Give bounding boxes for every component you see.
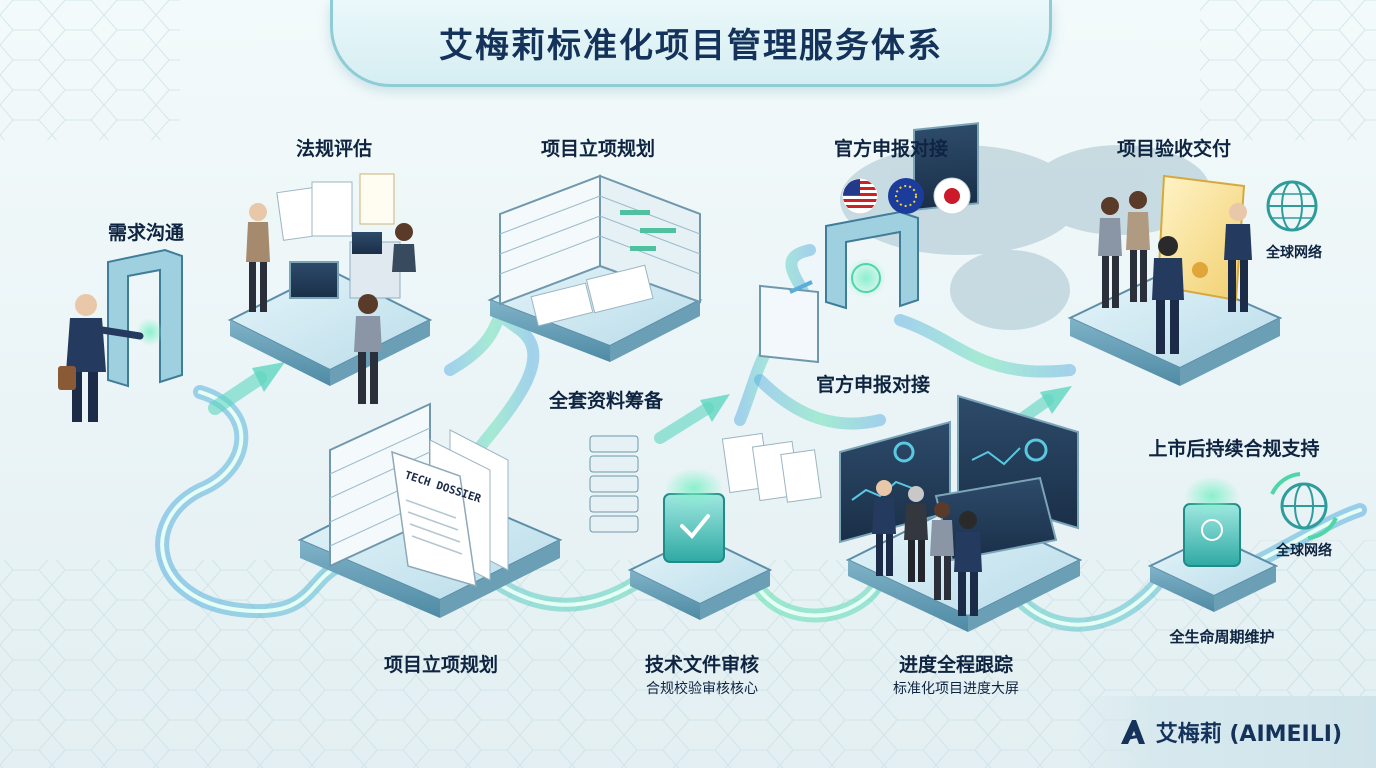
globe-icon (851, 263, 881, 293)
certificate-icon (359, 173, 395, 225)
brand-footer: 艾梅莉 (AIMEILI) (1076, 696, 1376, 768)
checkmark-icon (680, 514, 710, 539)
label-regulation: 法规评估 (295, 138, 373, 160)
aimeili-logo-icon (1120, 720, 1145, 744)
flow-arrow-3 (1014, 386, 1072, 426)
businessman-figure (58, 294, 144, 422)
hex-corner-right (1200, 0, 1376, 140)
label-progress-sub: 标准化项目进度大屏 (893, 681, 1019, 697)
hex-corner-left (0, 0, 180, 140)
briefcase-icon (58, 366, 76, 390)
document-icon (311, 181, 353, 237)
label-documents: 全套资料筹备 (548, 390, 664, 412)
flow-path (155, 244, 1367, 632)
page-title: 艾梅莉标准化项目管理服务体系 (439, 25, 943, 66)
label-global-network-bottom: 全球网络 (1276, 543, 1332, 559)
label-planning-top: 项目立项规划 (540, 138, 656, 160)
tech-dossier-document (391, 450, 477, 588)
japan-flag (933, 177, 971, 215)
regulation-platform (227, 173, 433, 404)
label-acceptance: 项目验收交付 (1116, 138, 1232, 160)
label-global-network-top: 全球网络 (1266, 245, 1322, 261)
document-icon (780, 449, 822, 503)
eu-flag (888, 178, 924, 214)
demand-door (107, 248, 183, 388)
label-postmarket: 上市后持续合规支持 (1148, 438, 1320, 460)
label-official-mid: 官方申报对接 (815, 374, 931, 396)
sync-icon (1201, 519, 1223, 541)
dossier-platform: TECH DOSSIER (297, 402, 563, 618)
document-panel (759, 284, 819, 364)
title-banner: 艾梅莉标准化项目管理服务体系 (330, 0, 1052, 87)
support-platform (1147, 476, 1279, 612)
label-demand: 需求沟通 (107, 222, 185, 244)
flow-arrow-1 (208, 362, 285, 415)
planning-board (487, 174, 703, 362)
monitor-icon (289, 261, 339, 299)
country-flags (841, 177, 971, 215)
progress-platform (839, 394, 1083, 632)
label-planning-bottom: 项目立项规划 (383, 654, 499, 676)
brand-name: 艾梅莉 (AIMEILI) (1155, 722, 1342, 747)
monitor-icon (352, 232, 382, 254)
globe-sync-icon (1270, 472, 1338, 540)
globe-icon (1266, 180, 1318, 232)
file-stack-icon (589, 435, 639, 533)
review-core (589, 432, 822, 620)
label-official-top: 官方申报对接 (833, 138, 949, 160)
label-progress: 进度全程跟踪 (898, 654, 1014, 676)
label-lifecycle: 全生命周期维护 (1169, 628, 1275, 646)
flow-arrow-2 (654, 394, 730, 444)
acceptance-platform (1067, 174, 1283, 386)
label-review-sub: 合规校验审核核心 (646, 681, 758, 697)
label-review: 技术文件审核 (644, 654, 760, 676)
us-flag (841, 177, 879, 215)
